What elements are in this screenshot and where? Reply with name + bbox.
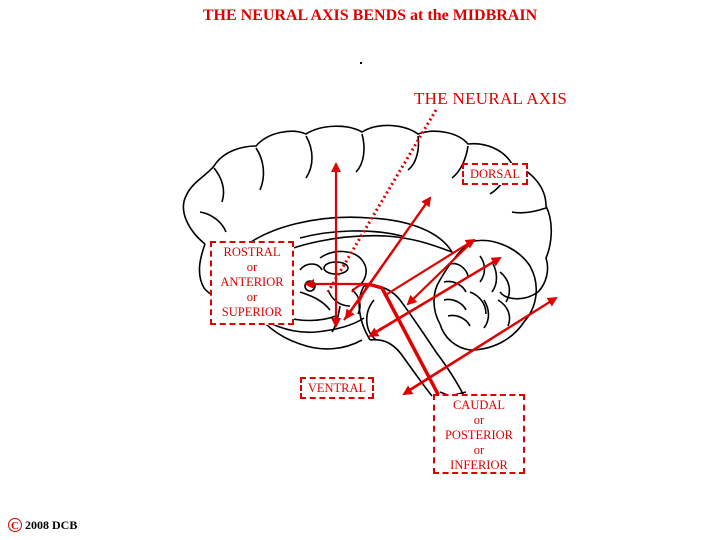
neural-axis-dotted-line bbox=[326, 109, 438, 293]
copyright-text: 2008 DCB bbox=[25, 518, 78, 532]
neural-axis-path bbox=[367, 282, 442, 399]
rostral-label: ROSTRAL or ANTERIOR or SUPERIOR bbox=[210, 241, 294, 325]
rostral-line-5: SUPERIOR bbox=[221, 305, 283, 319]
rostral-line-4: or bbox=[246, 290, 258, 304]
caudal-line-2: or bbox=[473, 413, 485, 427]
rostral-line-1: ROSTRAL bbox=[223, 245, 281, 259]
diagram-title: THE NEURAL AXIS BENDS at the MIDBRAIN bbox=[202, 7, 538, 24]
mid-diagonal-arrow bbox=[383, 238, 476, 297]
caudal-line-5: INFERIOR bbox=[450, 458, 508, 472]
caudal-line-4: or bbox=[473, 443, 485, 457]
direction-arrows bbox=[304, 162, 558, 396]
long-diagonal-arrow-b bbox=[368, 257, 501, 338]
mid-diagonal-arrow-b bbox=[406, 239, 475, 306]
ventral-label: VENTRAL bbox=[300, 377, 374, 399]
caudal-label: CAUDAL or POSTERIOR or INFERIOR bbox=[433, 394, 525, 474]
copyright-symbol: C bbox=[8, 518, 22, 532]
neural-axis-label: THE NEURAL AXIS bbox=[414, 89, 568, 108]
rostral-line-3: ANTERIOR bbox=[220, 275, 284, 289]
rostral-line-2: or bbox=[246, 260, 258, 274]
dorsal-label: DORSAL bbox=[462, 163, 528, 185]
ventral-text: VENTRAL bbox=[307, 381, 367, 395]
lower-diagonal-arrow-b bbox=[402, 297, 557, 396]
stray-dot bbox=[360, 62, 362, 64]
caudal-line-1: CAUDAL bbox=[452, 398, 506, 412]
upper-diagonal-arrow-1b bbox=[344, 197, 431, 320]
caudal-line-3: POSTERIOR bbox=[444, 428, 514, 442]
dorsal-text: DORSAL bbox=[469, 167, 520, 181]
